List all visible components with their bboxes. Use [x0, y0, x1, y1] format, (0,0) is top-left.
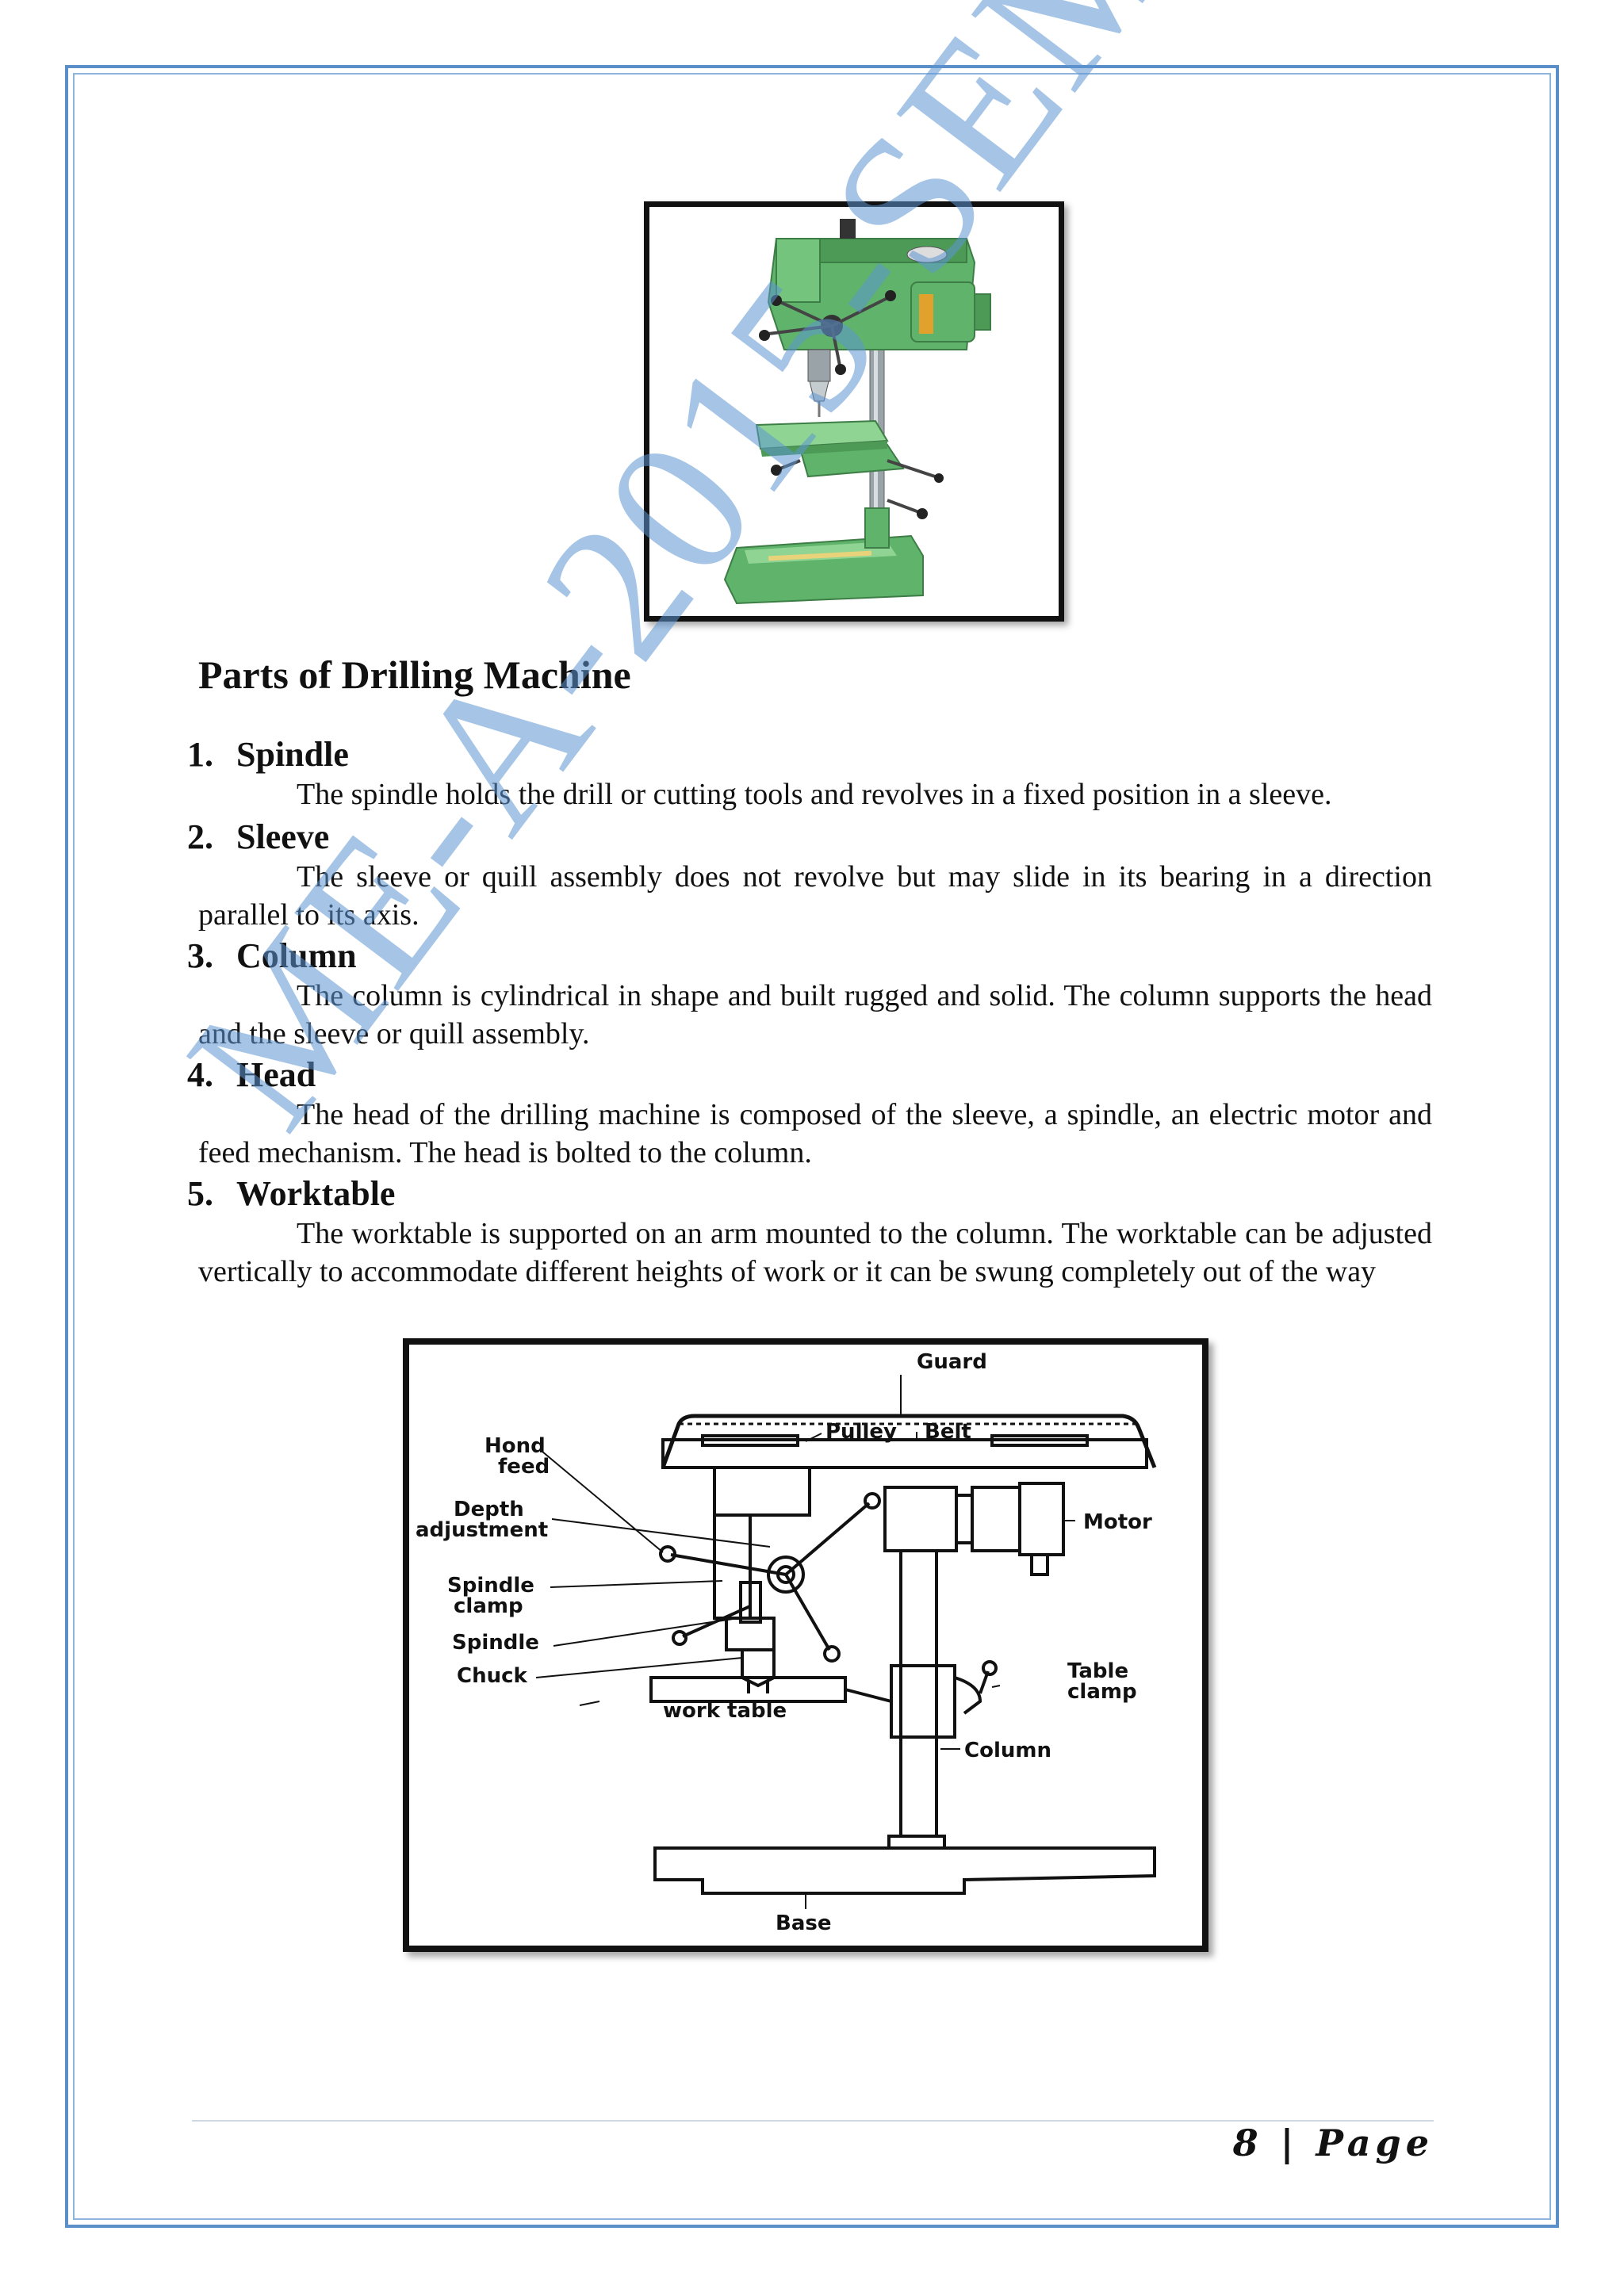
label-table-clamp-2: clamp	[1067, 1680, 1137, 1704]
label-base: Base	[776, 1911, 831, 1935]
section-title: 3. Column	[187, 936, 1432, 977]
section-title-text: Column	[236, 936, 357, 975]
page-border-outer	[65, 65, 1559, 2228]
section-spindle: 1. Spindle The spindle holds the drill or…	[187, 734, 1432, 813]
label-table-clamp: Table	[1067, 1659, 1128, 1683]
drilling-machine-diagram: Guard Pulley Belt Hond feed Depth adjust…	[403, 1338, 1208, 1952]
page-border-inner	[73, 73, 1551, 2220]
section-text: The spindle holds the drill or cutting t…	[297, 778, 1332, 811]
section-sleeve: 2. Sleeve The sleeve or quill assembly do…	[187, 817, 1432, 934]
section-title-text: Head	[236, 1055, 316, 1094]
section-number: 5.	[187, 1174, 213, 1213]
section-title: 2. Sleeve	[187, 817, 1432, 858]
diagram-drawing: Guard Pulley Belt Hond feed Depth adjust…	[416, 1350, 1157, 1935]
footer-divider	[192, 2120, 1434, 2122]
drilling-machine-photo	[644, 201, 1064, 622]
section-title-text: Sleeve	[236, 817, 330, 856]
section-title: 1. Spindle	[187, 734, 1432, 775]
section-head: 4. Head The head of the drilling machine …	[187, 1054, 1432, 1172]
label-column: Column	[964, 1739, 1051, 1762]
label-guard: Guard	[917, 1350, 987, 1374]
section-title-text: Spindle	[236, 735, 349, 774]
section-column: 3. Column The column is cylindrical in sh…	[187, 936, 1432, 1053]
section-number: 2.	[187, 817, 213, 856]
label-spindle: Spindle	[452, 1631, 539, 1655]
label-depth: Depth	[454, 1498, 524, 1521]
section-number: 3.	[187, 936, 213, 975]
label-hond-feed-2: feed	[498, 1455, 550, 1479]
section-number: 4.	[187, 1055, 213, 1094]
section-text: The head of the drilling machine is comp…	[198, 1098, 1432, 1169]
drilling-machine-illustration	[723, 219, 991, 605]
section-title-text: Worktable	[236, 1174, 396, 1213]
section-title: 5. Worktable	[187, 1173, 1432, 1215]
section-text: The sleeve or quill assembly does not re…	[198, 860, 1432, 932]
label-chuck: Chuck	[457, 1664, 528, 1688]
section-number: 1.	[187, 735, 213, 774]
page-heading: Parts of Drilling Machine	[198, 652, 631, 697]
section-text: The worktable is supported on an arm mou…	[198, 1217, 1432, 1288]
label-spindle-clamp: Spindle	[447, 1574, 534, 1598]
label-spindle-clamp-2: clamp	[454, 1594, 523, 1618]
label-hond-feed: Hond	[485, 1434, 546, 1458]
label-work-table: work table	[663, 1699, 787, 1723]
section-worktable: 5. Worktable The worktable is supported o…	[187, 1173, 1432, 1291]
label-motor: Motor	[1083, 1510, 1152, 1534]
label-depth-2: adjustment	[416, 1518, 548, 1542]
page-number: 8 | Page	[1232, 2122, 1434, 2164]
section-title: 4. Head	[187, 1054, 1432, 1096]
label-belt: Belt	[925, 1420, 971, 1444]
label-pulley: Pulley	[825, 1420, 897, 1444]
section-text: The column is cylindrical in shape and b…	[198, 979, 1432, 1050]
